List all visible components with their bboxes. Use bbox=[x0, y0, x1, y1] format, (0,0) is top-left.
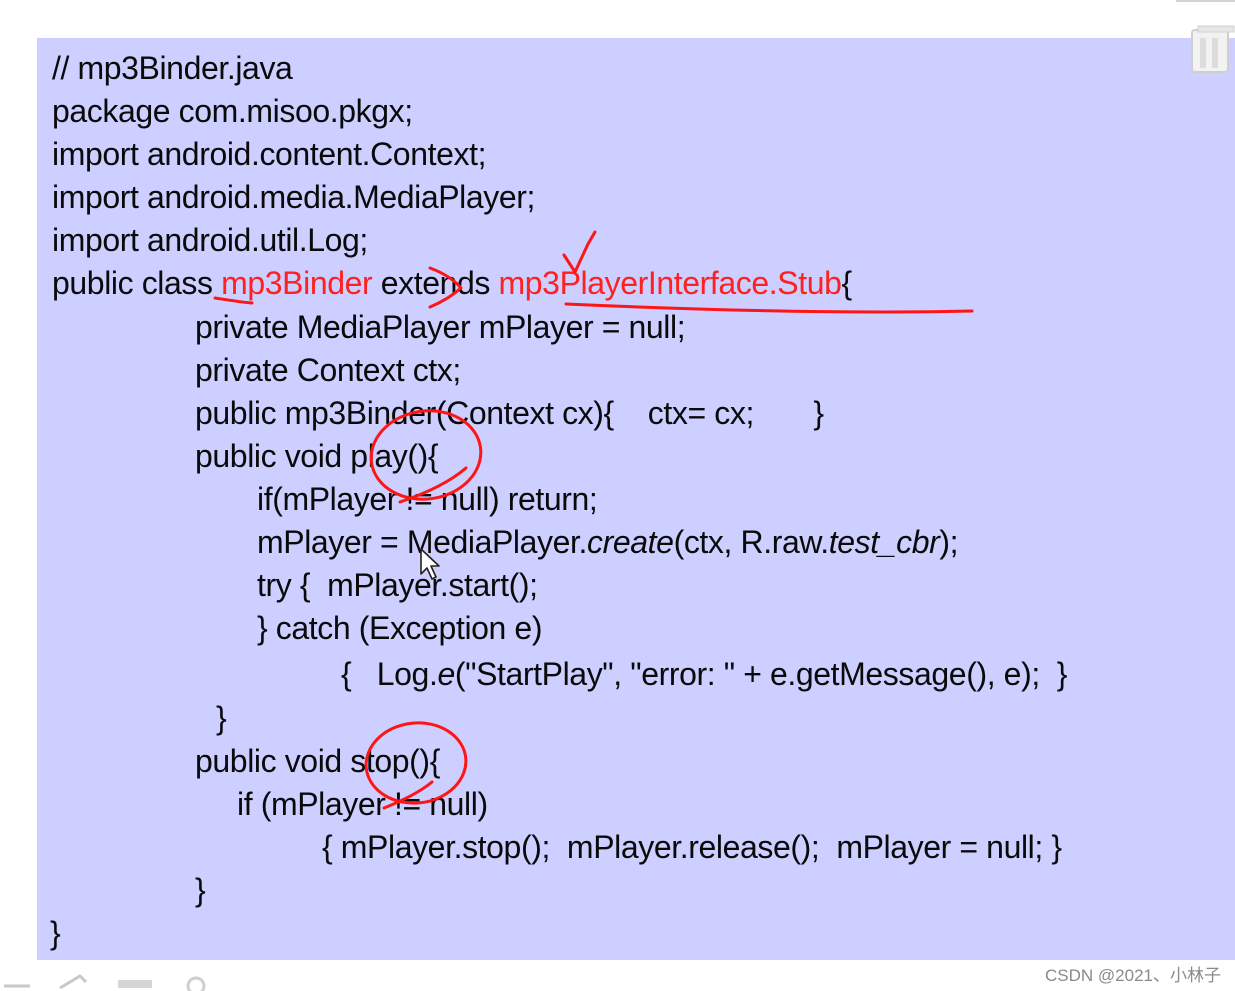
code-stop-close: } bbox=[195, 872, 206, 908]
code-play-catch: } catch (Exception e) bbox=[257, 610, 543, 646]
code-play-log: { Log.e("StartPlay", "error: " + e.getMe… bbox=[341, 654, 1068, 694]
code-play-check: if(mPlayer != null) return; bbox=[257, 481, 598, 517]
code-play-create: mPlayer = MediaPlayer.create(ctx, R.raw.… bbox=[257, 522, 959, 562]
log-part-a: { Log. bbox=[341, 656, 438, 692]
create-part-a: mPlayer = MediaPlayer. bbox=[257, 524, 588, 560]
code-play-close: } bbox=[216, 700, 227, 736]
code-import-log: import android.util.Log; bbox=[52, 222, 368, 258]
code-stop-check: if (mPlayer != null) bbox=[237, 786, 488, 822]
csdn-watermark: CSDN @2021、小林子 bbox=[1045, 966, 1221, 985]
parent-class-name: mp3PlayerInterface.Stub bbox=[498, 265, 842, 301]
log-method: e bbox=[437, 656, 455, 692]
create-part-c: (ctx, R.raw. bbox=[673, 524, 830, 560]
slide-panel bbox=[37, 38, 1235, 960]
code-class-close: } bbox=[50, 915, 61, 951]
code-import-context: import android.content.Context; bbox=[52, 136, 487, 172]
top-edge-line bbox=[1176, 0, 1235, 8]
code-field-player: private MediaPlayer mPlayer = null; bbox=[195, 309, 686, 345]
create-method: create bbox=[587, 524, 674, 560]
log-part-c: ("StartPlay", "error: " + e.getMessage()… bbox=[454, 656, 1068, 692]
class-keyword: public class bbox=[52, 265, 222, 301]
code-play-try: try { mPlayer.start(); bbox=[257, 567, 538, 603]
code-comment: // mp3Binder.java bbox=[52, 50, 293, 86]
class-name: mp3Binder bbox=[221, 265, 373, 301]
code-stop-body: { mPlayer.stop(); mPlayer.release(); mPl… bbox=[322, 829, 1062, 865]
extends-keyword: extends bbox=[372, 265, 499, 301]
code-play-signature: public void play(){ bbox=[195, 438, 439, 474]
code-field-ctx: private Context ctx; bbox=[195, 352, 461, 388]
slide-controls-icon[interactable] bbox=[0, 972, 220, 991]
mouse-pointer-icon bbox=[420, 548, 440, 580]
code-constructor: public mp3Binder(Context cx){ ctx= cx; } bbox=[195, 395, 824, 431]
create-part-e: ); bbox=[939, 524, 959, 560]
code-stop-signature: public void stop(){ bbox=[195, 743, 440, 779]
code-package: package com.misoo.pkgx; bbox=[52, 93, 413, 129]
create-resource: test_cbr bbox=[828, 524, 940, 560]
code-class-declaration: public class mp3Binder extends mp3Player… bbox=[52, 263, 852, 303]
window-restore-icon[interactable] bbox=[1188, 22, 1235, 78]
code-import-mediaplayer: import android.media.MediaPlayer; bbox=[52, 179, 536, 215]
class-open-brace: { bbox=[841, 265, 853, 301]
